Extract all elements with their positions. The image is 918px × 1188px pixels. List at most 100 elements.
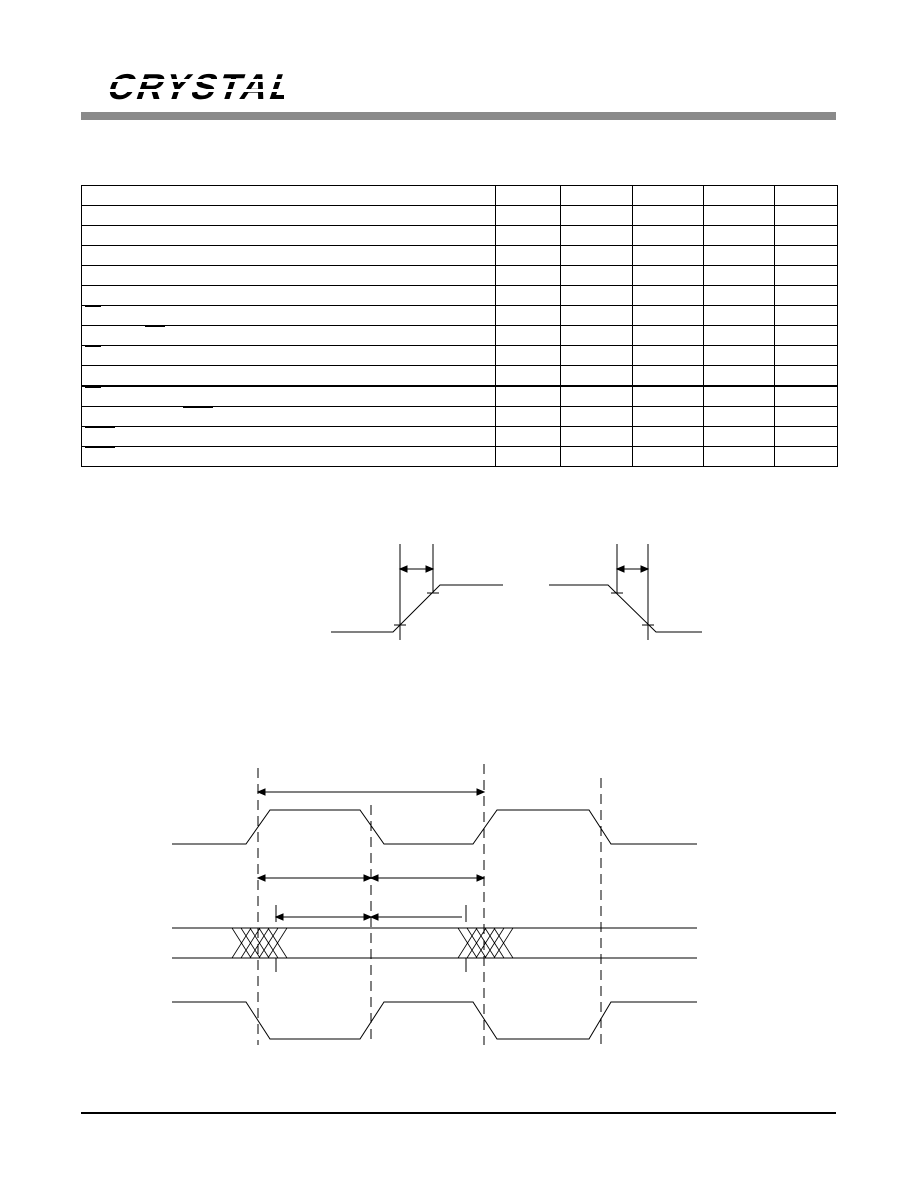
overbar-mark [85, 447, 115, 452]
spec-table-row [81, 185, 838, 206]
spec-table-cell [560, 325, 633, 346]
spec-table-cell [632, 285, 704, 306]
spec-table-cell [703, 325, 775, 346]
spec-table [81, 185, 838, 467]
overbar-mark [145, 326, 165, 331]
data-transition-crossings [231, 927, 514, 959]
footer-rule [81, 1112, 836, 1114]
overbar-mark [85, 387, 101, 392]
spec-table-cell [495, 265, 561, 286]
spec-table-cell [495, 305, 561, 326]
spec-table-body [81, 185, 838, 467]
crystal-logo: CRYSTAL [104, 67, 284, 106]
spec-table-cell [703, 426, 775, 447]
spec-table-cell [495, 385, 561, 407]
spec-table-cell [560, 426, 633, 447]
spec-table-cell [632, 365, 704, 387]
spec-table-row [81, 426, 838, 447]
spec-table-cell [703, 365, 775, 387]
inverted-clock-waveform [172, 1001, 697, 1040]
spec-table-cell [495, 245, 561, 266]
spec-table-cell [81, 305, 496, 326]
spec-table-cell [703, 205, 775, 226]
spec-table-row [81, 205, 838, 226]
spec-table-cell [632, 426, 704, 447]
spec-table-cell [81, 406, 496, 427]
spec-table-row [81, 365, 838, 387]
spec-table-cell [703, 185, 775, 206]
spec-table-cell [703, 265, 775, 286]
spec-table-cell [632, 205, 704, 226]
spec-table-cell [81, 245, 496, 266]
spec-table-cell [560, 385, 633, 407]
spec-table-cell [81, 345, 496, 366]
spec-table-row [81, 285, 838, 306]
svg-text:CRYSTAL: CRYSTAL [104, 67, 284, 106]
spec-table-row [81, 345, 838, 366]
spec-table-cell [703, 385, 775, 407]
spec-table-cell [703, 245, 775, 266]
spec-table-cell [495, 185, 561, 206]
spec-table-cell [774, 205, 838, 226]
spec-table-cell [560, 345, 633, 366]
spec-table-row [81, 385, 838, 407]
falling-edge-waveform [549, 584, 702, 633]
spec-table-cell [703, 285, 775, 306]
rising-edge-waveform [331, 584, 503, 633]
spec-table-row [81, 325, 838, 346]
spec-table-cell [560, 446, 633, 467]
spec-table-cell [632, 225, 704, 246]
spec-table-cell [703, 225, 775, 246]
spec-table-cell [81, 426, 496, 447]
spec-table-cell [632, 446, 704, 467]
spec-table-cell [495, 205, 561, 226]
spec-table-row [81, 225, 838, 246]
spec-table-cell [703, 305, 775, 326]
spec-table-cell [81, 365, 496, 387]
header-rule [81, 112, 836, 120]
spec-table-cell [560, 285, 633, 306]
spec-table-cell [774, 245, 838, 266]
clock-waveform [172, 809, 697, 845]
spec-table-row [81, 265, 838, 286]
spec-table-cell [495, 406, 561, 427]
spec-table-cell [774, 265, 838, 286]
spec-table-cell [560, 185, 633, 206]
spec-table-cell [632, 325, 704, 346]
spec-table-cell [495, 426, 561, 447]
overbar-mark [85, 346, 101, 351]
spec-table-cell [495, 446, 561, 467]
spec-table-cell [774, 305, 838, 326]
spec-table-cell [774, 325, 838, 346]
spec-table-cell [632, 385, 704, 407]
spec-table-cell [81, 185, 496, 206]
spec-table-cell [81, 265, 496, 286]
spec-table-cell [632, 406, 704, 427]
spec-table-cell [774, 345, 838, 366]
overbar-mark [85, 306, 101, 311]
spec-table-cell [81, 225, 496, 246]
spec-table-cell [774, 406, 838, 427]
spec-table-cell [560, 406, 633, 427]
spec-table-cell [560, 225, 633, 246]
spec-table-cell [774, 385, 838, 407]
spec-table-row [81, 305, 838, 326]
spec-table-cell [632, 265, 704, 286]
overbar-mark [183, 407, 213, 412]
overbar-mark [85, 427, 115, 432]
spec-table-cell [774, 446, 838, 467]
spec-table-cell [560, 245, 633, 266]
spec-table-cell [81, 285, 496, 306]
spec-table-cell [495, 345, 561, 366]
spec-table-cell [774, 225, 838, 246]
spec-table-cell [81, 205, 496, 226]
spec-table-cell [703, 406, 775, 427]
spec-table-cell [495, 285, 561, 306]
spec-table-cell [774, 426, 838, 447]
spec-table-row [81, 446, 838, 467]
spec-table-cell [495, 365, 561, 387]
spec-table-cell [81, 385, 496, 407]
spec-table-cell [632, 345, 704, 366]
